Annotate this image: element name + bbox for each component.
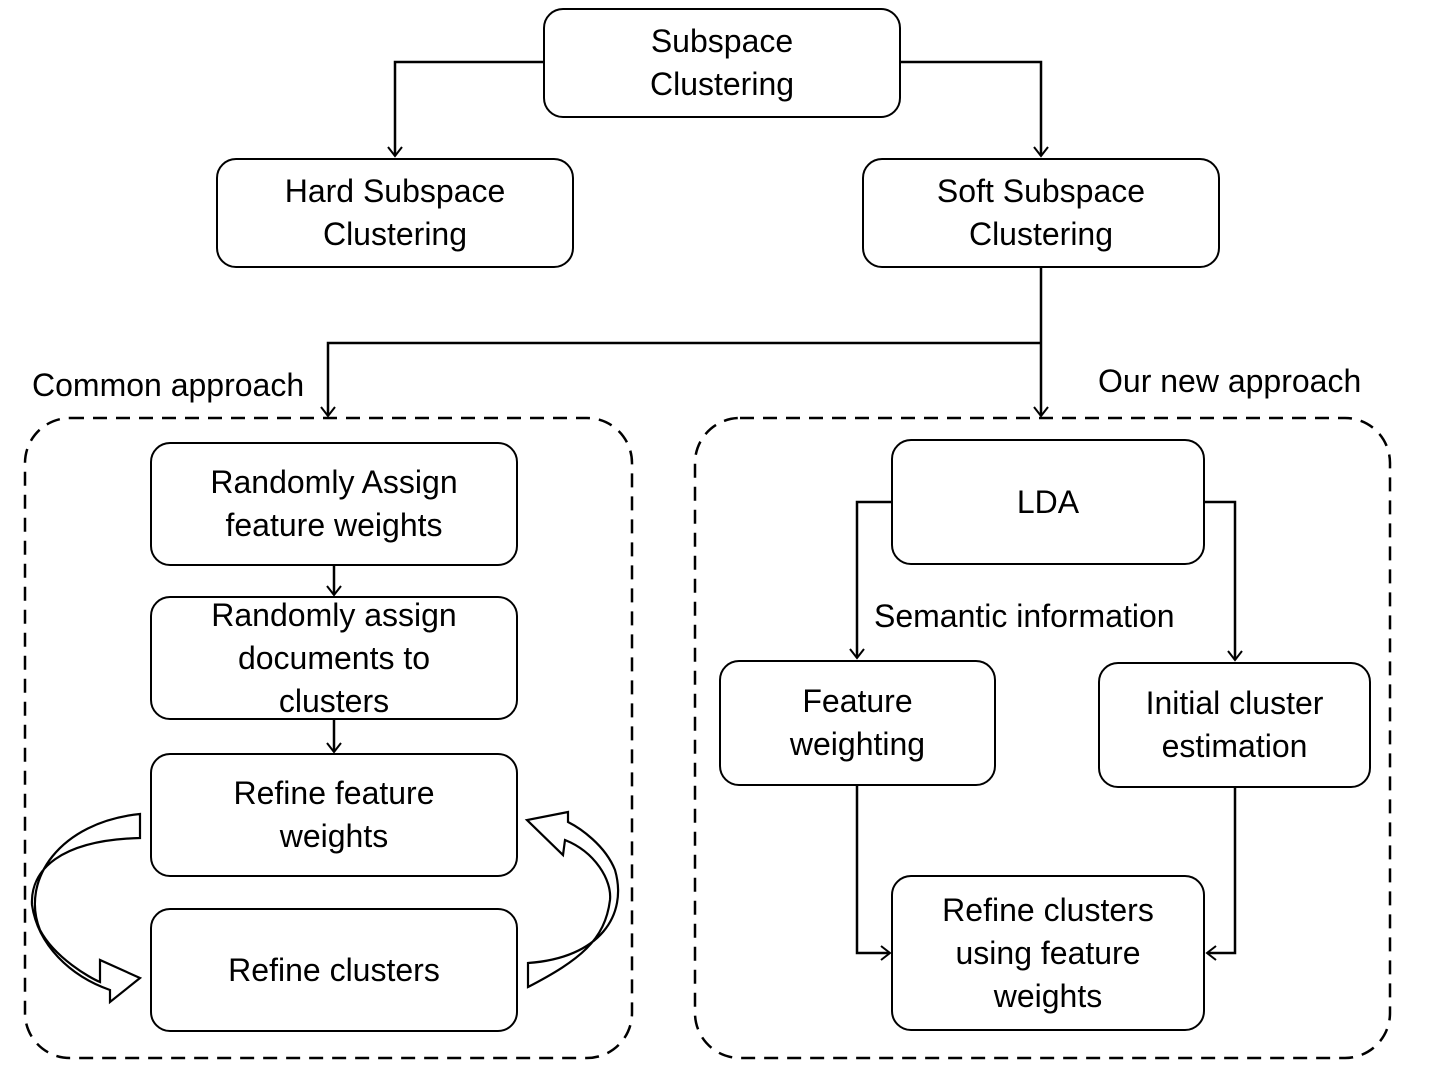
edge-lda-initial <box>1205 500 1243 662</box>
node-lda: LDA <box>891 439 1205 565</box>
node-randomly-assign-weights: Randomly Assign feature weights <box>150 442 518 566</box>
node-hard-subspace-clustering: Hard Subspace Clustering <box>216 158 574 268</box>
node-randomly-assign-documents: Randomly assign documents to clusters <box>150 596 518 720</box>
edge-root-soft <box>901 60 1049 158</box>
edge-soft-common <box>320 341 1041 418</box>
node-feature-weighting: Feature weighting <box>719 660 996 786</box>
semantic-information-label: Semantic information <box>874 598 1175 634</box>
common-approach-label: Common approach <box>32 367 305 403</box>
node-subspace-clustering: Subspace Clustering <box>543 8 901 118</box>
new-approach-group <box>693 416 1392 1060</box>
node-refine-feature-weights: Refine feature weights <box>150 753 518 877</box>
loop-arrow-right <box>524 810 620 989</box>
loop-arrow-left <box>30 812 143 1005</box>
node-soft-subspace-clustering: Soft Subspace Clustering <box>862 158 1220 268</box>
edge-lda-feature <box>849 500 891 660</box>
edge-initial-refine <box>1205 788 1237 961</box>
edge-root-hard <box>387 60 543 158</box>
common-approach-group <box>23 416 634 1060</box>
node-refine-clusters-using-weights: Refine clusters using feature weights <box>891 875 1205 1031</box>
edge-feature-refine <box>855 786 892 961</box>
node-initial-cluster-estimation: Initial cluster estimation <box>1098 662 1371 788</box>
new-approach-label: Our new approach <box>1098 363 1362 399</box>
node-refine-clusters: Refine clusters <box>150 908 518 1032</box>
